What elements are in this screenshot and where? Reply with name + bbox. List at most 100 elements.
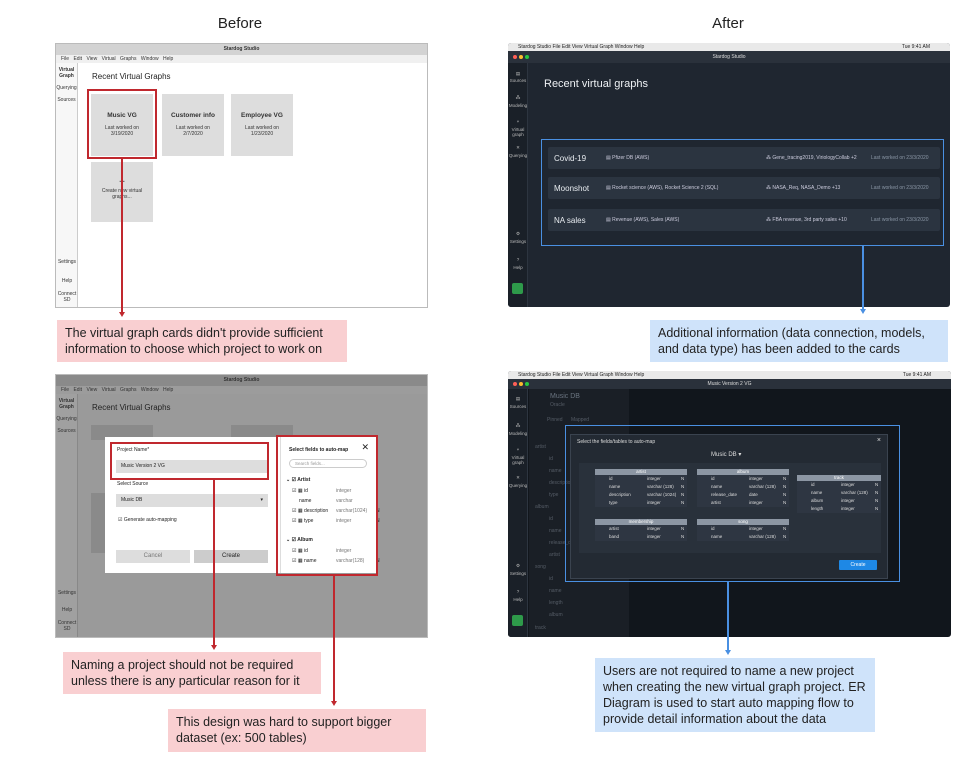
tree-item[interactable]: id bbox=[549, 516, 553, 522]
group-artist[interactable]: ⌄ ☑ Artist bbox=[286, 477, 311, 483]
gear-icon[interactable]: ⚙ bbox=[515, 563, 521, 568]
help-icon[interactable]: ? bbox=[516, 589, 520, 594]
sidebar-item-help[interactable]: Help bbox=[61, 607, 73, 613]
window-controls[interactable] bbox=[513, 55, 529, 59]
sidebar-item-help[interactable]: Help bbox=[61, 278, 73, 284]
close-icon[interactable]: × bbox=[876, 437, 881, 444]
tab-pinned[interactable]: Pinned bbox=[547, 417, 563, 423]
tree-item[interactable]: name bbox=[549, 588, 562, 594]
cancel-button[interactable]: Cancel bbox=[116, 550, 190, 563]
vg-row-covid[interactable]: Covid-19▤ Pfizer DB (AWS)⁂ Gene_tracing2… bbox=[548, 147, 940, 169]
tree-item[interactable]: id bbox=[549, 456, 553, 462]
querying-icon[interactable]: ✕ bbox=[516, 475, 520, 480]
create-button[interactable]: Create bbox=[839, 560, 877, 570]
connection-status-icon[interactable] bbox=[512, 283, 523, 294]
vg-row-moonshot[interactable]: Moonshot▤ Rocket science (AWS), Rocket S… bbox=[548, 177, 940, 199]
group-album[interactable]: ⌄ ☑ Album bbox=[286, 537, 313, 543]
sidebar-item-sources[interactable]: Sources bbox=[509, 78, 527, 83]
tab-mapped[interactable]: Mapped bbox=[571, 417, 590, 423]
tree-item[interactable]: id bbox=[549, 576, 553, 582]
sidebar-item-modeling[interactable]: Modeling bbox=[508, 103, 528, 108]
create-button[interactable]: Create bbox=[194, 550, 268, 563]
help-icon[interactable]: ? bbox=[516, 257, 520, 262]
os-menu[interactable]: Stardog Studio File Edit View Virtual Gr… bbox=[518, 44, 645, 50]
tree-item[interactable]: length bbox=[549, 600, 563, 606]
sidebar-item-virtual-graph[interactable]: Virtual graph bbox=[511, 455, 525, 465]
gear-icon[interactable]: ⚙ bbox=[515, 231, 521, 236]
sidebar-item-virtual-graph[interactable]: Virtual Graph bbox=[58, 67, 75, 79]
sidebar-item-settings[interactable]: Settings bbox=[509, 571, 527, 576]
tree-item[interactable]: artist bbox=[549, 552, 560, 558]
connection-status-icon[interactable] bbox=[512, 615, 523, 626]
virtual-graph-icon[interactable]: ⑂ bbox=[516, 119, 520, 124]
sidebar-item-querying[interactable]: Querying bbox=[508, 153, 528, 158]
sidebar-item-settings[interactable]: Settings bbox=[509, 239, 527, 244]
tree-item[interactable]: release_date bbox=[549, 540, 578, 546]
querying-icon[interactable]: ✕ bbox=[516, 145, 520, 150]
auto-map-checkbox[interactable]: ☑ Generate auto-mapping bbox=[118, 517, 177, 523]
tree-item[interactable]: album bbox=[535, 504, 549, 510]
sidebar-item-help[interactable]: Help bbox=[513, 597, 523, 602]
window-controls[interactable] bbox=[513, 382, 529, 386]
tree-item[interactable]: description bbox=[549, 480, 574, 486]
project-name-input[interactable]: Music Version 2 VG bbox=[116, 460, 268, 473]
modeling-icon[interactable]: ⁂ bbox=[515, 95, 521, 100]
sources-icon[interactable]: ▤ bbox=[515, 71, 521, 76]
menu-bar[interactable]: File Edit View Virtual Graphs Window Hel… bbox=[56, 55, 427, 63]
tree-item[interactable]: name bbox=[549, 468, 562, 474]
tree-item[interactable]: type bbox=[549, 492, 559, 498]
sidebar-item-settings[interactable]: Settings bbox=[57, 590, 77, 596]
menu-bar[interactable]: File Edit View Virtual Graphs Window Hel… bbox=[56, 386, 427, 394]
sidebar-item-sources[interactable]: Sources bbox=[57, 428, 76, 434]
sidebar-item-connect[interactable]: Connect SD bbox=[57, 291, 77, 303]
modeling-icon[interactable]: ⁂ bbox=[515, 423, 521, 428]
tree-item[interactable]: track bbox=[535, 625, 546, 631]
tree-item[interactable]: album bbox=[549, 612, 563, 618]
sidebar-item-virtual-graph[interactable]: Virtual graph bbox=[511, 127, 525, 137]
db-select[interactable]: Music DB ▾ bbox=[711, 452, 742, 458]
close-icon[interactable]: ✕ bbox=[361, 442, 369, 452]
os-menu[interactable]: Stardog Studio File Edit View Virtual Gr… bbox=[518, 372, 645, 378]
tree-item[interactable]: song bbox=[535, 564, 546, 570]
fields-search-input[interactable]: Search fields... bbox=[289, 459, 367, 468]
virtual-graph-icon[interactable]: ⑂ bbox=[516, 447, 520, 452]
sidebar-item-sources[interactable]: Sources bbox=[57, 97, 76, 103]
sidebar-item-modeling[interactable]: Modeling bbox=[508, 431, 528, 436]
source-select[interactable]: Music DB▾ bbox=[116, 494, 268, 507]
sidebar-item-help[interactable]: Help bbox=[513, 265, 523, 270]
tree-item[interactable]: name bbox=[549, 528, 562, 534]
vg-row-na-sales[interactable]: NA sales▤ Revenue (AWS), Sales (AWS)⁂ FB… bbox=[548, 209, 940, 231]
tree-item[interactable]: artist bbox=[535, 444, 546, 450]
sidebar-item-querying[interactable]: Querying bbox=[56, 85, 77, 91]
sidebar-item-settings[interactable]: Settings bbox=[57, 259, 77, 265]
sidebar-item-virtual-graph[interactable]: Virtual Graph bbox=[58, 398, 75, 410]
sidebar-item-connect[interactable]: Connect SD bbox=[57, 620, 77, 632]
sidebar-item-querying[interactable]: Querying bbox=[508, 483, 528, 488]
